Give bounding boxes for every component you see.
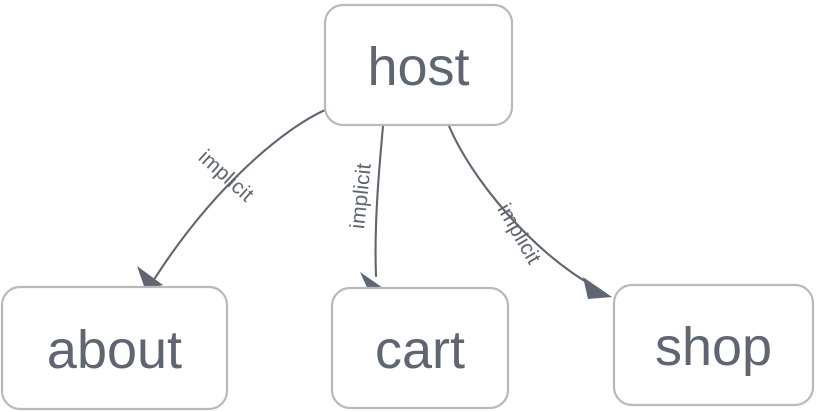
node-cart[interactable]: cart — [330, 286, 510, 410]
node-box — [323, 3, 514, 127]
arrow-head-icon — [583, 277, 612, 299]
node-about[interactable]: about — [0, 285, 229, 411]
node-label: shop — [655, 317, 772, 377]
edge-line — [447, 124, 602, 292]
edges-layer — [137, 108, 612, 299]
edge-host-to-shop[interactable] — [447, 124, 612, 299]
node-label: host — [367, 37, 469, 97]
edge-label: implicit — [194, 145, 258, 206]
node-label: cart — [375, 320, 465, 380]
node-shop[interactable]: shop — [612, 283, 815, 407]
edge-host-to-about[interactable] — [137, 108, 327, 289]
edge-label: implicit — [346, 162, 376, 230]
node-box — [0, 285, 229, 411]
edge-labels-layer: implicit implicit implicit — [194, 145, 546, 268]
edge-line — [153, 108, 327, 280]
nodes-layer: host about cart shop — [0, 3, 815, 411]
node-box — [612, 283, 815, 407]
node-box — [330, 286, 510, 410]
node-label: about — [47, 320, 182, 380]
node-host[interactable]: host — [323, 3, 514, 127]
arrow-head-icon — [137, 266, 163, 289]
edge-line — [374, 124, 385, 278]
edge-label: implicit — [493, 200, 546, 268]
